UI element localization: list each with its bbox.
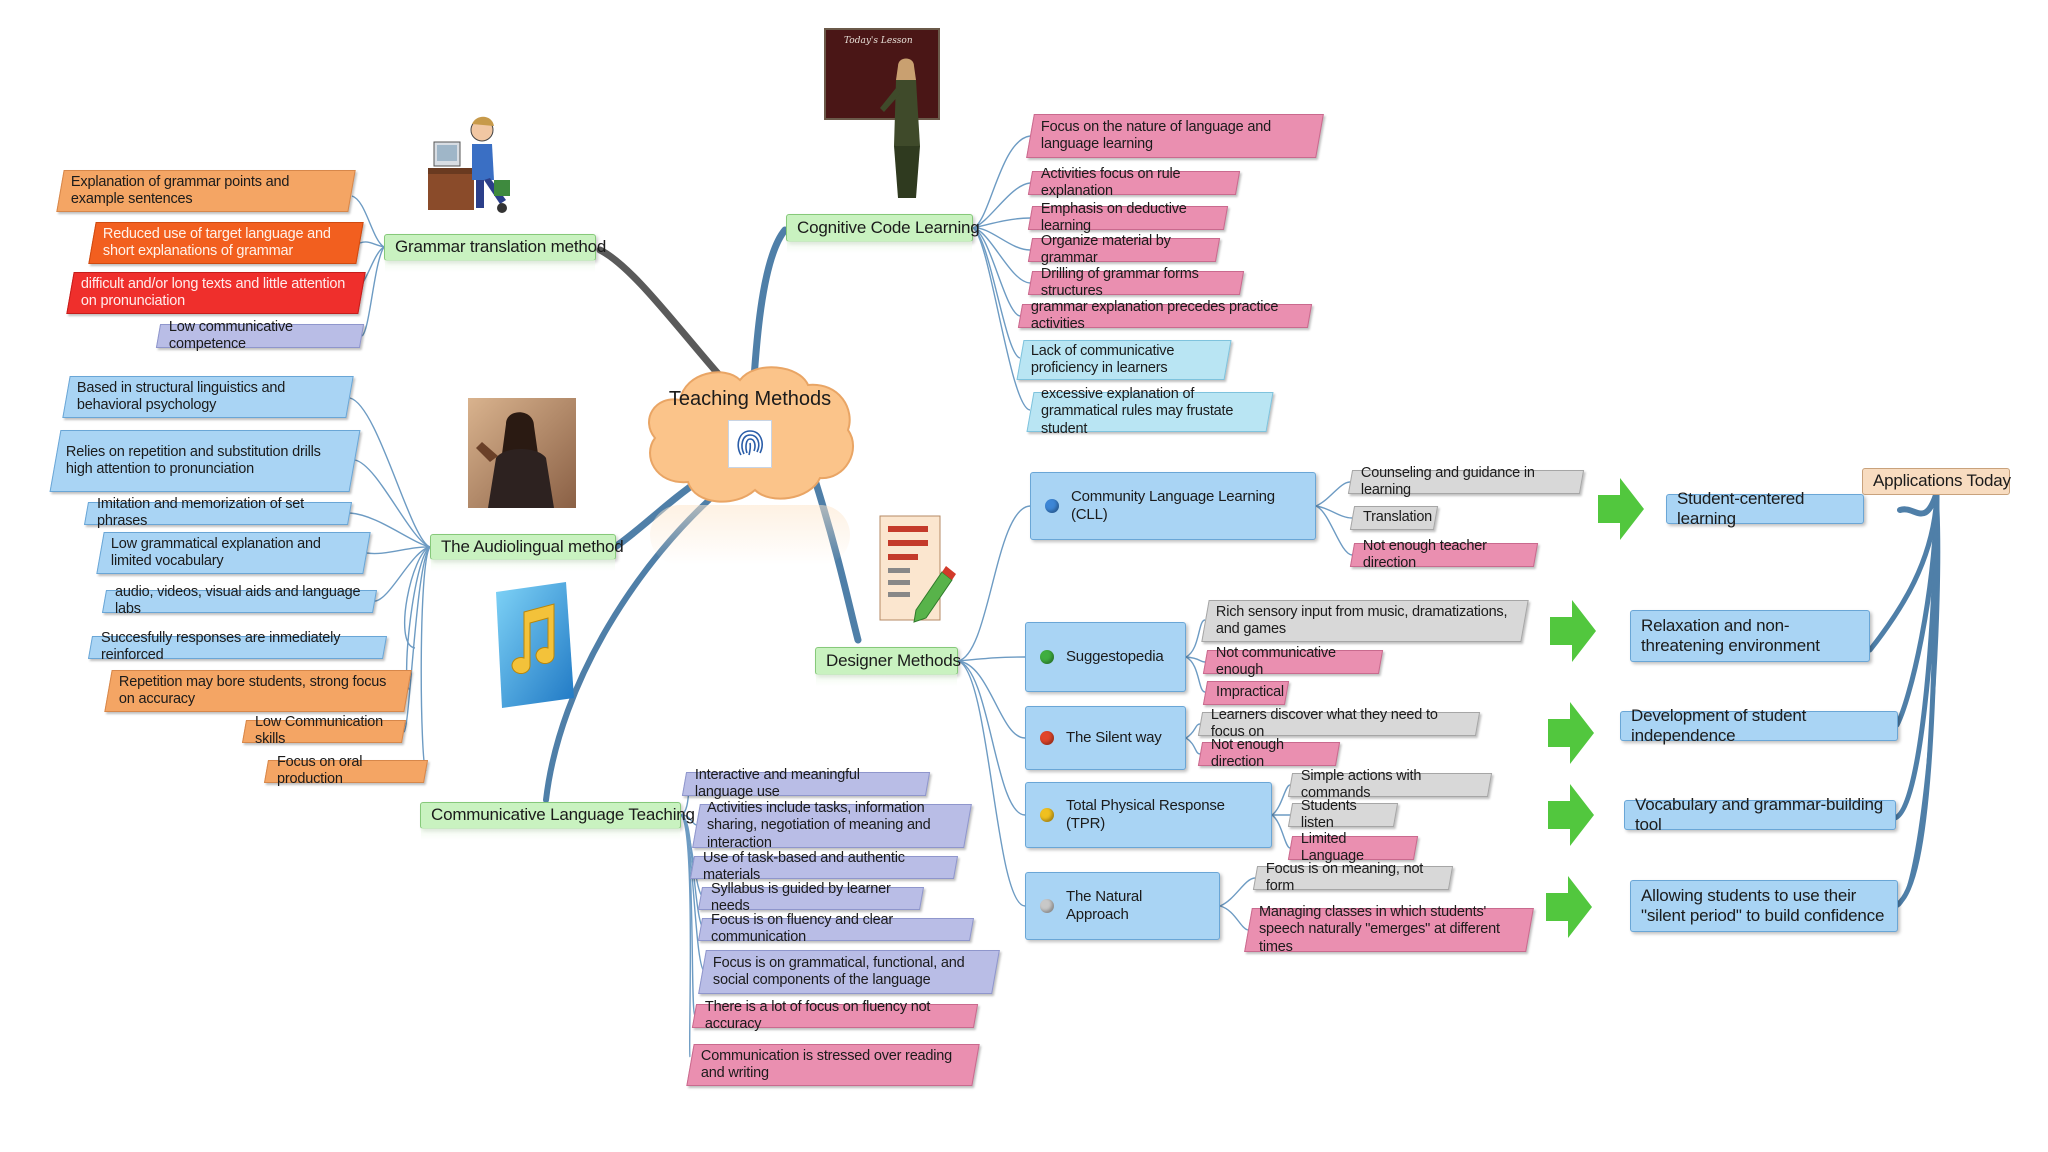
- al-item-4[interactable]: Low grammatical explanation and limited …: [96, 532, 371, 574]
- teacher-at-computer-illustration: [420, 108, 520, 226]
- al-item-9[interactable]: Focus on oral production: [263, 754, 429, 788]
- gt-item-3[interactable]: difficult and/or long texts and little a…: [66, 272, 366, 314]
- method-suggestopedia[interactable]: Suggestopedia: [1025, 622, 1186, 692]
- app-item-2[interactable]: Relaxation and non-threatening environme…: [1630, 610, 1870, 662]
- cc-item-3[interactable]: Emphasis on deductive learning: [1027, 201, 1229, 234]
- cc-item-7[interactable]: Lack of communicative proficiency in lea…: [1016, 340, 1232, 380]
- teacher-at-chalkboard-photo: Today's Lesson: [824, 28, 940, 206]
- tpr-item-2[interactable]: Students listen: [1287, 798, 1399, 831]
- gt-item-4[interactable]: Low communicative competence: [155, 319, 365, 352]
- woman-speaking-photo: [468, 398, 576, 508]
- audiolingual-header[interactable]: The Audiolingual method: [430, 534, 624, 571]
- app-item-1[interactable]: Student-centered learning: [1666, 489, 1864, 528]
- clt-item-8[interactable]: Communication is stressed over reading a…: [686, 1044, 980, 1086]
- status-dot-icon: [1040, 650, 1054, 664]
- method-cll[interactable]: Community Language Learning (CLL): [1030, 472, 1316, 540]
- clt-item-1[interactable]: Interactive and meaningful language use: [681, 767, 931, 800]
- tpr-item-1[interactable]: Simple actions with commands: [1287, 768, 1493, 801]
- cll-item-3[interactable]: Not enough teacher direction: [1349, 538, 1539, 571]
- status-dot-icon: [1040, 899, 1054, 913]
- app-item-5[interactable]: Allowing students to use their "silent p…: [1630, 880, 1898, 932]
- cc-item-8[interactable]: excessive explanation of grammatical rul…: [1026, 386, 1274, 437]
- al-item-2[interactable]: Relies on repetition and substitution dr…: [49, 430, 361, 492]
- clt-item-5[interactable]: Focus is on fluency and clear communicat…: [697, 912, 975, 946]
- clt-item-4[interactable]: Syllabus is guided by learner needs: [697, 881, 925, 915]
- central-topic[interactable]: Teaching Methods: [640, 360, 860, 510]
- al-item-1[interactable]: Based in structural linguistics and beha…: [62, 376, 354, 418]
- method-natural-approach[interactable]: The Natural Approach: [1025, 872, 1220, 940]
- tpr-item-3[interactable]: Limited Language: [1287, 831, 1419, 864]
- fingerprint-icon: [728, 420, 772, 468]
- status-dot-icon: [1040, 808, 1054, 822]
- cll-item-1[interactable]: Counseling and guidance in learning: [1347, 465, 1585, 498]
- app-item-4[interactable]: Vocabulary and grammar-building tool: [1624, 795, 1896, 834]
- cc-item-4[interactable]: Organize material by grammar: [1027, 233, 1221, 266]
- al-item-7[interactable]: Repetition may bore students, strong foc…: [104, 670, 412, 712]
- gt-item-1[interactable]: Explanation of grammar points and exampl…: [56, 170, 356, 212]
- applications-header[interactable]: Applications Today: [1862, 468, 2011, 495]
- music-note-icon: [496, 582, 574, 708]
- status-dot-icon: [1045, 499, 1059, 513]
- green-arrow-icon: [1598, 478, 1644, 545]
- central-title: Teaching Methods: [668, 388, 832, 410]
- sugg-item-1[interactable]: Rich sensory input from music, dramatiza…: [1201, 600, 1529, 642]
- green-arrow-icon: [1548, 702, 1594, 769]
- al-item-6[interactable]: Succesfully responses are inmediately re…: [87, 630, 388, 664]
- natural-item-2[interactable]: Managing classes in which students' spee…: [1244, 904, 1534, 955]
- designer-methods-header[interactable]: Designer Methods: [815, 647, 961, 686]
- natural-item-1[interactable]: Focus is on meaning, not form: [1252, 861, 1454, 894]
- clt-item-6[interactable]: Focus is on grammatical, functional, and…: [698, 950, 1000, 994]
- gt-item-2[interactable]: Reduced use of target language and short…: [88, 222, 364, 264]
- al-item-5[interactable]: audio, videos, visual aids and language …: [101, 584, 378, 618]
- method-silent-way[interactable]: The Silent way: [1025, 706, 1186, 770]
- cognitive-code-header[interactable]: Cognitive Code Learning: [786, 214, 980, 253]
- sugg-item-3[interactable]: Impractical: [1202, 681, 1290, 705]
- app-item-3[interactable]: Development of student independence: [1620, 706, 1898, 745]
- cll-item-2[interactable]: Translation: [1349, 506, 1439, 530]
- cc-item-6[interactable]: grammar explanation precedes practice ac…: [1017, 299, 1313, 332]
- clt-item-3[interactable]: Use of task-based and authentic material…: [689, 850, 959, 884]
- cc-item-5[interactable]: Drilling of grammar forms structures: [1027, 266, 1245, 299]
- status-dot-icon: [1040, 731, 1054, 745]
- silent-item-1[interactable]: Learners discover what they need to focu…: [1197, 707, 1481, 740]
- document-pencil-icon: [878, 514, 956, 624]
- cloud-reflection: [650, 505, 850, 565]
- communicative-header[interactable]: Communicative Language Teaching: [420, 802, 695, 840]
- cc-item-2[interactable]: Activities focus on rule explanation: [1027, 166, 1241, 199]
- chalkboard-text: Today's Lesson: [844, 36, 913, 46]
- method-tpr[interactable]: Total Physical Response (TPR): [1025, 782, 1272, 848]
- clt-item-2[interactable]: Activities include tasks, information sh…: [692, 800, 972, 851]
- al-item-8[interactable]: Low Communication skills: [241, 714, 407, 748]
- grammar-translation-header[interactable]: Grammar translation method: [384, 234, 606, 272]
- silent-item-2[interactable]: Not enough direction: [1197, 737, 1341, 770]
- green-arrow-icon: [1548, 784, 1594, 851]
- green-arrow-icon: [1546, 876, 1592, 943]
- sugg-item-2[interactable]: Not communicative enough: [1202, 645, 1384, 678]
- green-arrow-icon: [1550, 600, 1596, 667]
- clt-item-7[interactable]: There is a lot of focus on fluency not a…: [691, 999, 979, 1032]
- al-item-3[interactable]: Imitation and memorization of set phrase…: [83, 496, 353, 530]
- cc-item-1[interactable]: Focus on the nature of language and lang…: [1026, 114, 1324, 158]
